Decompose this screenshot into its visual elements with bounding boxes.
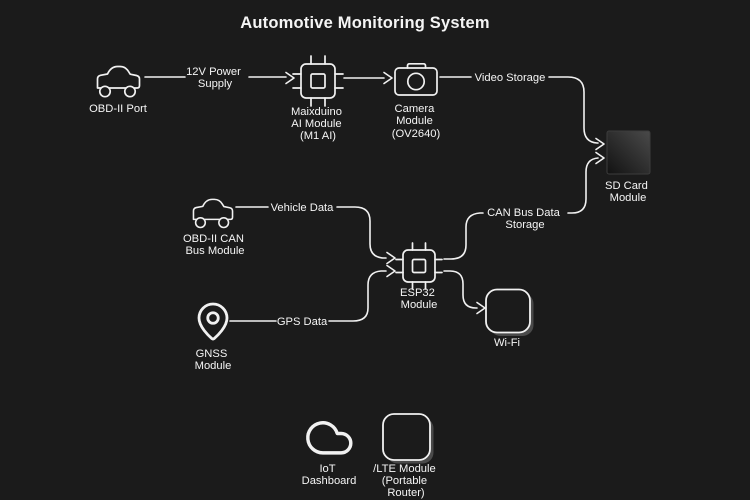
- edge-label-video: Video Storage: [475, 72, 546, 84]
- camera-icon: [394, 62, 438, 96]
- edge-video-line: [548, 76, 599, 144]
- node-maixduino: Maixduino AI Module (M1 AI): [291, 55, 345, 142]
- map-pin-icon: [197, 302, 229, 341]
- edge-can-line: [567, 157, 599, 214]
- node-label-esp32: ESP32 Module: [400, 287, 438, 311]
- car-icon: [96, 65, 141, 98]
- edge-gps-line: [328, 270, 387, 322]
- node-label-obd-can: OBD-II CAN Bus Module: [183, 233, 247, 257]
- edge-label-can: CAN Bus Data Storage: [487, 207, 563, 231]
- node-label-obd-port: OBD-II Port: [89, 103, 148, 115]
- node-label-lte-module: /LTE Module (Portable Router): [373, 463, 439, 499]
- node-esp32: ESP32 Module: [395, 242, 443, 311]
- car-icon: [192, 198, 234, 229]
- node-wifi: Wi-Fi: [485, 288, 534, 349]
- node-obd-port: OBD-II Port: [89, 65, 148, 115]
- node-gnss: GNSS Module: [195, 302, 232, 372]
- node-label-gnss: GNSS Module: [195, 348, 232, 372]
- node-label-wifi: Wi-Fi: [494, 337, 520, 349]
- arrow-right-icon: [285, 71, 295, 85]
- arrow-right-icon: [386, 264, 396, 278]
- rounded-square-icon: [485, 288, 531, 334]
- arrow-right-icon: [386, 251, 396, 265]
- edge-label-gps: GPS Data: [277, 316, 328, 328]
- rounded-square-icon: [382, 413, 431, 461]
- chip-icon: [395, 242, 443, 290]
- node-iot-dashboard: IoT Dashboard: [302, 421, 357, 487]
- node-label-iot-dashboard: IoT Dashboard: [302, 463, 357, 487]
- diagram-title: Automotive Monitoring System: [240, 14, 489, 32]
- node-camera: Camera Module (OV2640): [392, 62, 441, 140]
- node-lte-module: /LTE Module (Portable Router): [373, 413, 439, 499]
- edge-can-line: [443, 212, 484, 260]
- cloud-icon: [306, 421, 353, 455]
- edges: 12V Power Supply Video Storage Vehicle D…: [144, 66, 605, 328]
- arrow-right-icon: [595, 151, 605, 165]
- node-obd-can: OBD-II CAN Bus Module: [183, 198, 247, 257]
- edge-label-vehicle: Vehicle Data: [271, 202, 335, 214]
- node-label-maixduino: Maixduino AI Module (M1 AI): [291, 106, 345, 142]
- edge-vehicle-line: [336, 206, 387, 259]
- node-label-sd-card: SD Card Module: [605, 180, 651, 204]
- arrow-right-icon: [476, 301, 486, 315]
- chip-icon: [292, 55, 344, 107]
- arrow-right-icon: [595, 137, 605, 151]
- arrow-right-icon: [383, 71, 393, 85]
- sd-card-icon: [606, 130, 651, 175]
- node-sd-card: SD Card Module: [605, 130, 651, 204]
- edge-wifi-line: [443, 270, 478, 309]
- node-label-camera: Camera Module (OV2640): [392, 103, 441, 140]
- edge-label-power: 12V Power Supply: [186, 66, 244, 90]
